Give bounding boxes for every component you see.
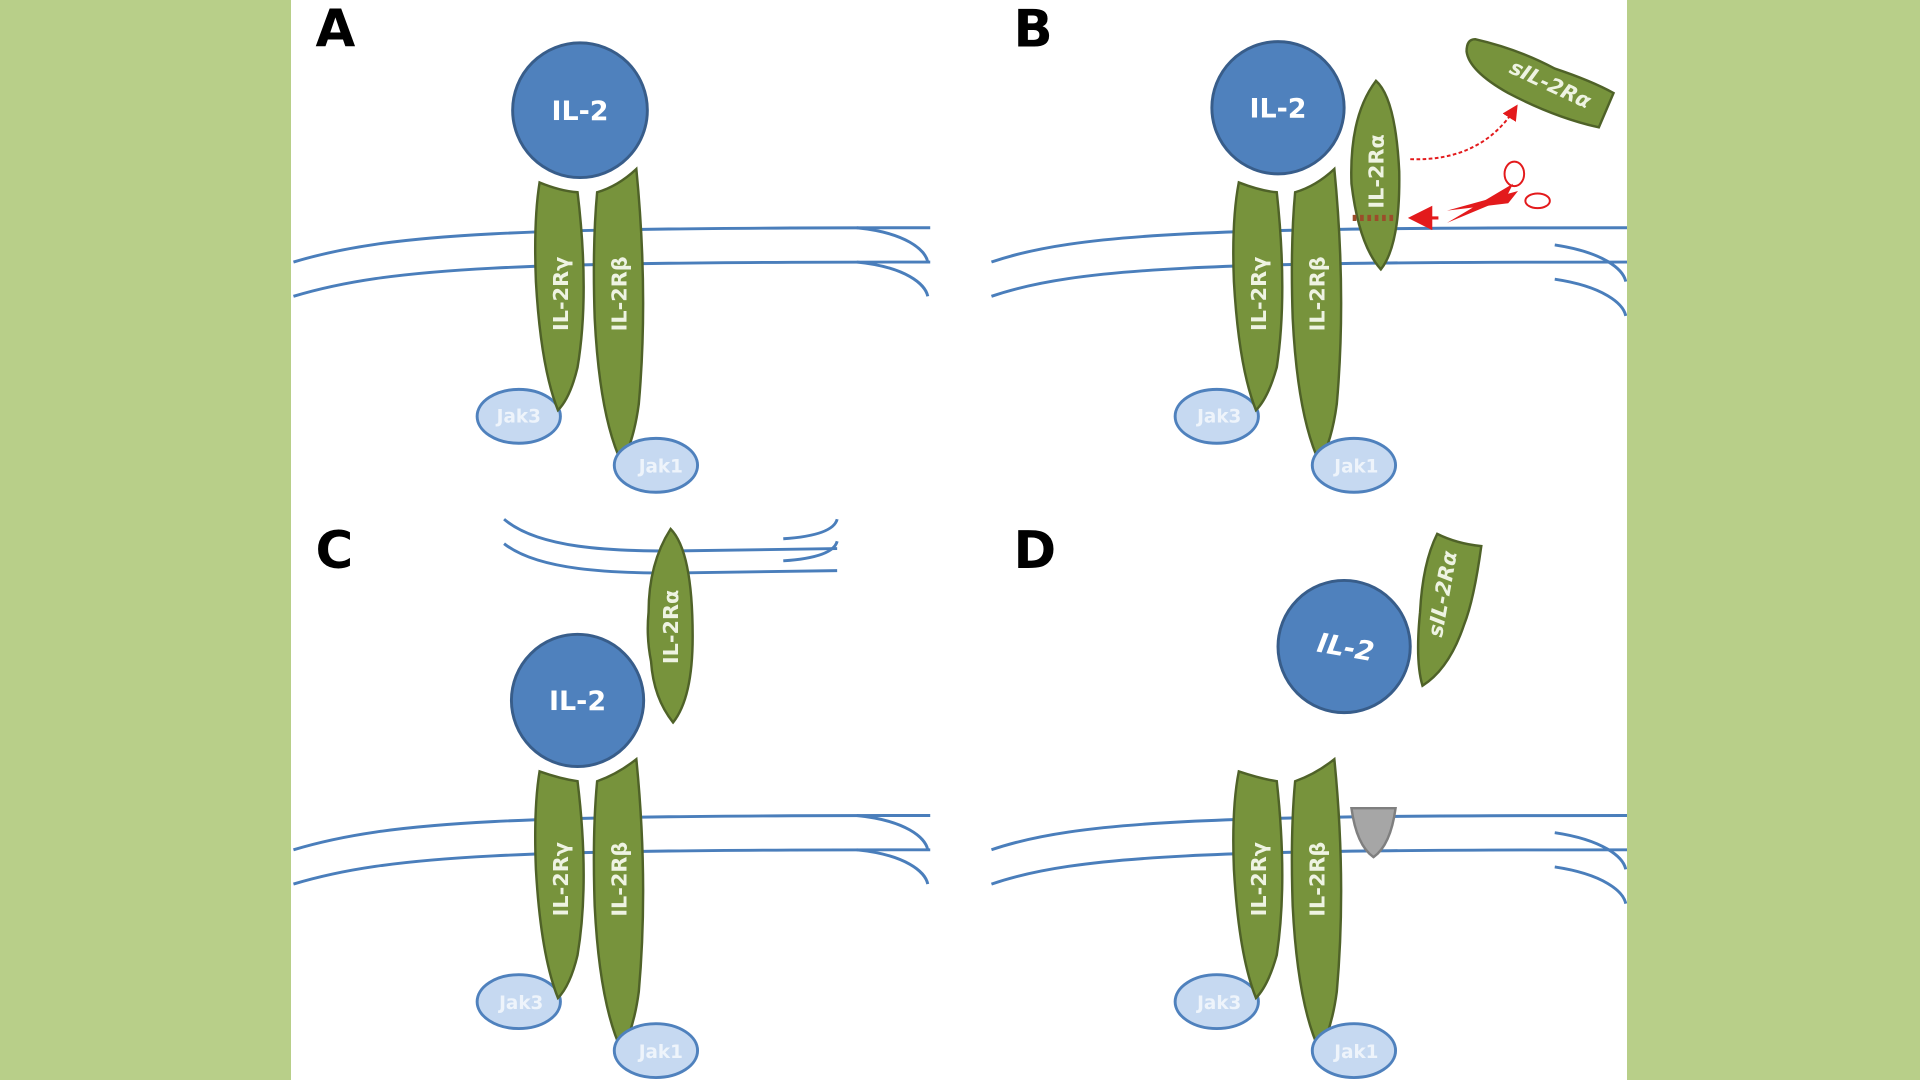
- jak1-label: Jak1: [1332, 1042, 1378, 1063]
- cell-membrane-edge: [856, 814, 930, 885]
- panel-label-a: A: [315, 0, 355, 60]
- soluble-il2r-alpha: [1416, 532, 1483, 688]
- il2r-gamma-receptor: [533, 769, 585, 1001]
- il2-cytokine: [509, 632, 646, 768]
- jak3-kinase: [1173, 387, 1260, 445]
- jak1-kinase: [1310, 1022, 1398, 1080]
- il2-label: IL-2: [1249, 94, 1306, 125]
- il2r-alpha-label: IL-2Rα: [659, 590, 683, 664]
- jak3-label: Jak3: [1195, 406, 1241, 427]
- panel-a: A Jak3 IL-2Rγ IL-2Rβ Jak1 IL-2: [293, 0, 931, 494]
- il2r-gamma-receptor: [1232, 180, 1284, 413]
- il2r-gamma-receptor: [1232, 769, 1284, 1001]
- jak3-label: Jak3: [1195, 993, 1241, 1014]
- cell-membrane: [990, 226, 1627, 298]
- jak1-label: Jak1: [637, 457, 683, 478]
- il2-label: IL-2: [551, 96, 608, 127]
- il2r-gamma-label: IL-2Rγ: [1247, 842, 1271, 916]
- cell-membrane-edge: [856, 226, 930, 297]
- il2r-beta-label: IL-2Rβ: [608, 842, 632, 917]
- jak3-kinase: [475, 387, 562, 445]
- jak1-label: Jak1: [1332, 457, 1378, 478]
- shedding-arrow-icon: [1410, 104, 1518, 161]
- il2r-beta-receptor: [592, 166, 645, 466]
- jak3-kinase: [475, 973, 562, 1031]
- jak1-kinase: [612, 436, 700, 494]
- cell-membrane: [990, 814, 1627, 886]
- jak1-kinase: [612, 1022, 700, 1080]
- il2r-gamma-label: IL-2Rγ: [549, 842, 573, 916]
- il2r-beta-label: IL-2Rβ: [608, 256, 632, 331]
- il2-cytokine: [1276, 578, 1412, 715]
- soluble-il2r-alpha-fragment: [1465, 37, 1616, 129]
- panel-d: D Jak3 IL-2Rγ IL-2Rβ Jak1 IL-2 sIL-2Rα: [990, 521, 1627, 1080]
- cell-membrane-outer: [293, 226, 931, 298]
- apposing-membrane-edge: [783, 518, 839, 563]
- panel-label-c: C: [315, 521, 353, 581]
- il2r-gamma-label: IL-2Rγ: [1247, 257, 1271, 331]
- il2r-beta-label: IL-2Rβ: [1306, 842, 1330, 917]
- il2-cytokine: [1210, 40, 1346, 176]
- il2r-alpha-trans-receptor: [646, 527, 694, 725]
- jak1-label: Jak1: [637, 1042, 683, 1063]
- jak3-kinase: [1173, 973, 1260, 1031]
- cell-membrane-edge: [1554, 831, 1627, 905]
- il2r-beta-receptor: [1290, 166, 1343, 466]
- jak3-label: Jak3: [495, 406, 541, 427]
- panel-b: B Jak3 IL-2Rγ IL-2Rβ Jak1 IL-2Rα IL-2 sI…: [990, 0, 1627, 494]
- jak1-kinase: [1310, 436, 1398, 494]
- scissors-icon: [1407, 160, 1551, 231]
- panel-label-b: B: [1013, 0, 1052, 60]
- il2r-gamma-receptor: [533, 180, 585, 413]
- il2-receptor-diagram: A Jak3 IL-2Rγ IL-2Rβ Jak1 IL-2 B Jak3 IL…: [293, 0, 1627, 1080]
- blocker-shape: [1350, 806, 1397, 859]
- il2r-gamma-label: IL-2Rγ: [549, 257, 573, 331]
- il2r-alpha-label: IL-2Rα: [1364, 134, 1388, 208]
- cell-membrane: [293, 814, 931, 886]
- cell-membrane-edge: [1554, 243, 1627, 317]
- panel-c: C IL-2Rα Jak3 IL-2Rγ IL-2Rβ Jak1 IL-2: [293, 518, 931, 1080]
- il2-cytokine: [511, 41, 649, 180]
- panel-label-d: D: [1013, 521, 1056, 581]
- il2r-alpha-receptor: [1350, 79, 1401, 272]
- il2-label: IL-2: [549, 686, 606, 717]
- il2r-beta-label: IL-2Rβ: [1306, 256, 1330, 331]
- figure-panel: A Jak3 IL-2Rγ IL-2Rβ Jak1 IL-2 B Jak3 IL…: [291, 0, 1627, 1080]
- jak3-label: Jak3: [497, 993, 543, 1014]
